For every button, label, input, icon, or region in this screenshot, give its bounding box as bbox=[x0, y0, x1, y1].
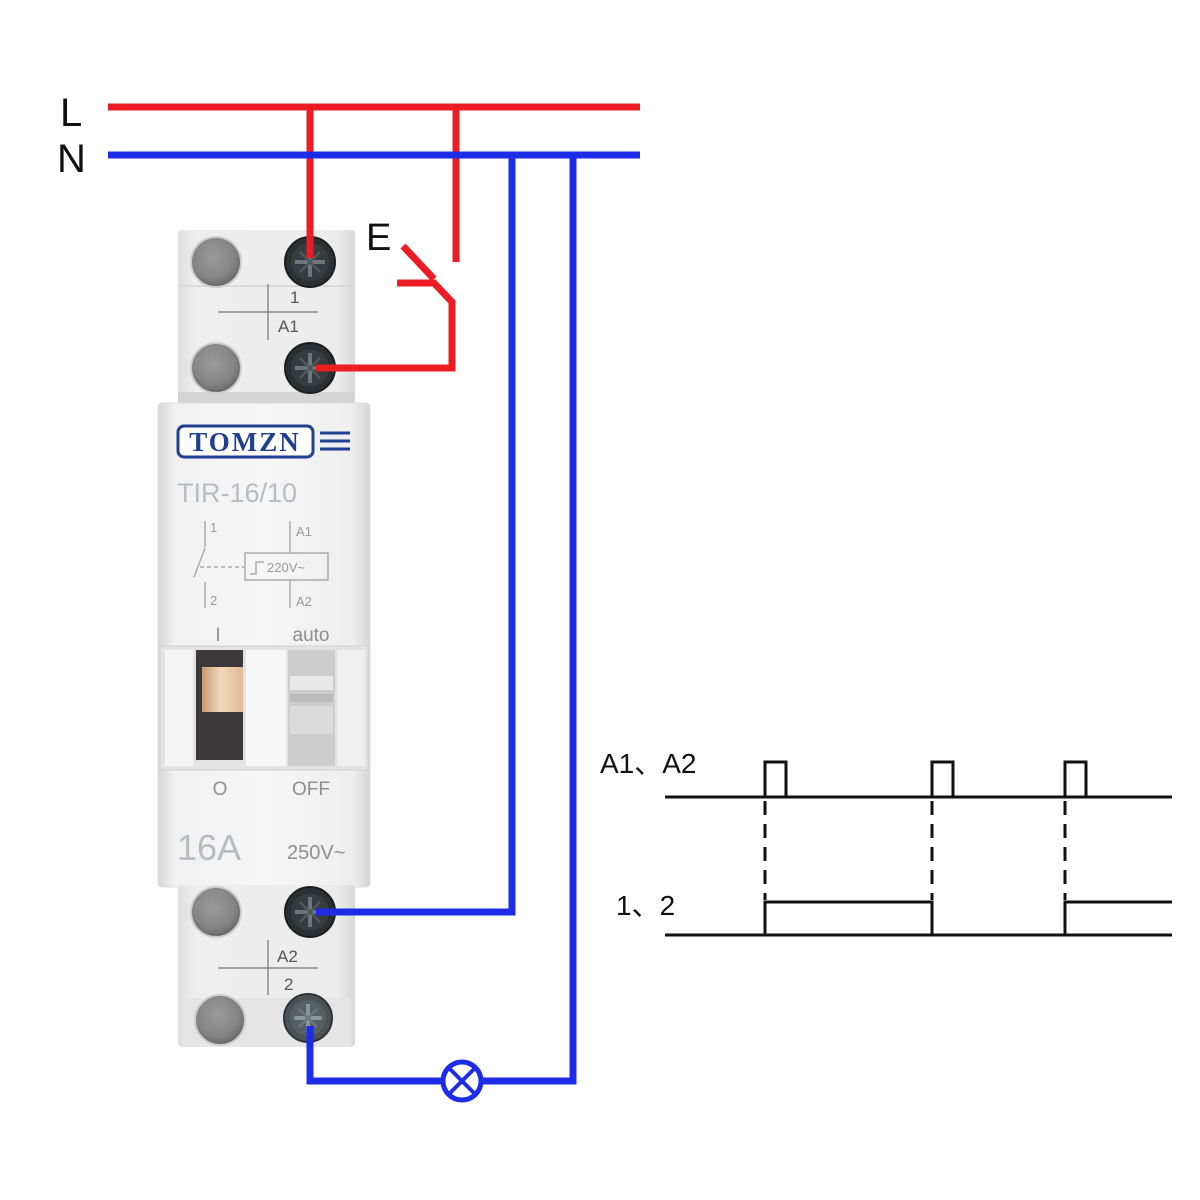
brand-lines-icon bbox=[320, 431, 350, 451]
toggle-lever-handle bbox=[202, 667, 243, 712]
coil-voltage-label: 220V~ bbox=[267, 560, 305, 575]
control-divider bbox=[246, 650, 286, 766]
input-pulse bbox=[763, 760, 788, 797]
current-rating: 16A bbox=[177, 827, 241, 868]
relay-body: TOMZN TIR-16/10 1 2 220V~ A1 A2 I bbox=[157, 402, 371, 888]
terminal-label-cross bbox=[218, 940, 318, 995]
push-switch-blade bbox=[400, 243, 437, 282]
brand-logo: TOMZN bbox=[176, 424, 350, 459]
neutral-to-lamp bbox=[481, 155, 577, 1085]
terminal-hole-icon bbox=[190, 236, 242, 288]
contact-blade bbox=[193, 547, 206, 578]
neutral-to-terminal-a2 bbox=[316, 155, 516, 916]
brand-name: TOMZN bbox=[189, 427, 301, 457]
terminal-a1-label: A1 bbox=[278, 317, 299, 336]
timing-output-label: 1、2 bbox=[616, 890, 675, 921]
contact-top-label: 1 bbox=[210, 520, 217, 535]
brand-logo-frame bbox=[176, 424, 315, 459]
bottom-terminal-block: A2 2 bbox=[178, 885, 355, 1047]
mode-slider-knob bbox=[290, 676, 333, 690]
top-block-shadow bbox=[178, 392, 355, 404]
mode-off-label: OFF bbox=[292, 779, 330, 800]
relay-symbol: 1 2 220V~ A1 A2 bbox=[193, 520, 329, 609]
body-housing bbox=[157, 402, 371, 888]
neutral-bus-label: N bbox=[57, 137, 86, 181]
switch-label: E bbox=[366, 217, 391, 259]
input-pulse bbox=[930, 760, 955, 797]
timing-input-label: A1、A2 bbox=[600, 748, 697, 779]
lamp-cross bbox=[447, 1066, 477, 1096]
mode-auto-label: auto bbox=[293, 625, 330, 646]
toggle-off-label: O bbox=[213, 779, 228, 800]
input-pulse bbox=[1063, 760, 1088, 797]
neutral-wiring bbox=[108, 151, 640, 1103]
timing-diagram: A1、A2 1、2 bbox=[600, 748, 1172, 937]
lamp-icon bbox=[440, 1059, 484, 1103]
coil-top-label: A1 bbox=[296, 524, 312, 539]
switch-to-terminal-a1 bbox=[316, 279, 456, 372]
terminal-hole-icon bbox=[190, 342, 242, 394]
live-wiring bbox=[108, 103, 640, 372]
output-on-interval bbox=[763, 900, 934, 935]
output-on-interval bbox=[1063, 900, 1172, 935]
mode-slider-face bbox=[290, 706, 333, 734]
terminal-label-cross bbox=[218, 284, 318, 340]
terminal-hole-icon bbox=[190, 886, 242, 938]
model-number: TIR-16/10 bbox=[177, 478, 297, 508]
mode-slider-groove bbox=[290, 694, 333, 702]
terminal-a2-label: A2 bbox=[277, 947, 298, 966]
toggle-on-label: I bbox=[215, 625, 220, 646]
terminal-hole-icon bbox=[194, 994, 246, 1046]
lamp-to-terminal-2 bbox=[306, 1026, 443, 1085]
control-window bbox=[159, 645, 369, 771]
live-bus-label: L bbox=[60, 91, 82, 135]
terminal-1-label: 1 bbox=[290, 288, 299, 307]
pulse-icon bbox=[250, 561, 264, 575]
coil-box bbox=[244, 552, 329, 581]
control-bevel-left bbox=[165, 650, 193, 766]
top-terminal-block: 1 A1 bbox=[178, 230, 355, 404]
voltage-rating: 250V~ bbox=[287, 842, 345, 864]
control-bevel-right bbox=[337, 650, 365, 766]
terminal-2-label: 2 bbox=[284, 975, 293, 994]
contact-bottom-label: 2 bbox=[210, 593, 217, 608]
coil-bottom-label: A2 bbox=[296, 594, 312, 609]
impulse-relay: 1 A1 TOMZN TIR-16/10 1 2 bbox=[157, 230, 371, 1047]
